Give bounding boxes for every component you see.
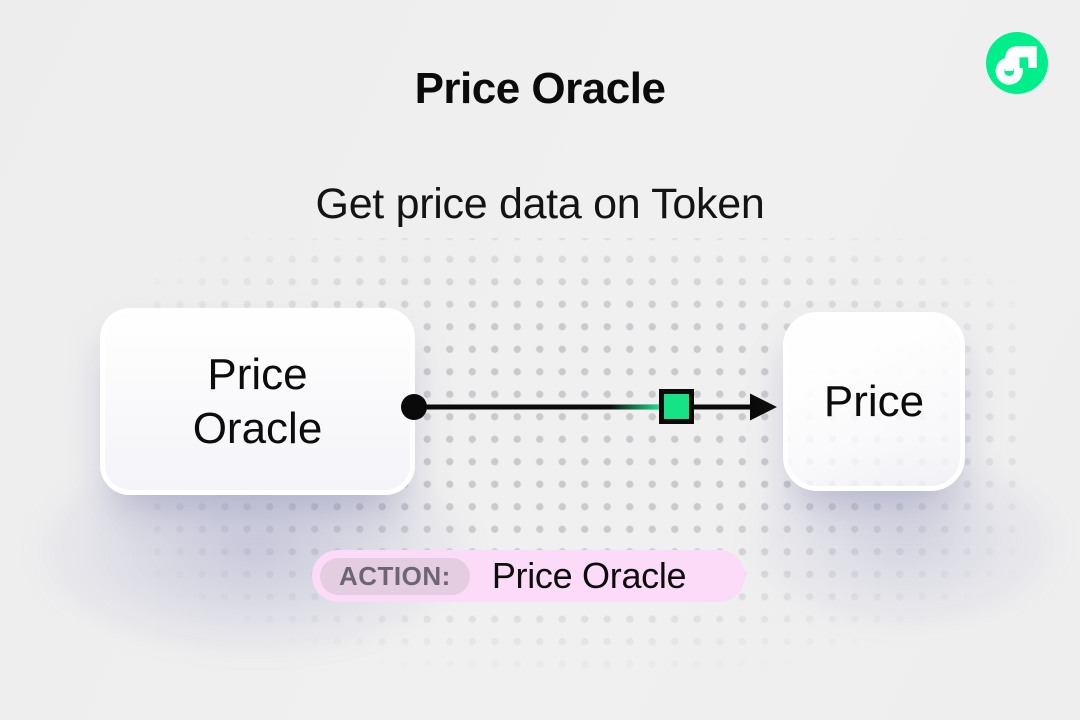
connector-marker-square-icon (659, 389, 694, 424)
page-title: Price Oracle (414, 64, 666, 113)
action-badge: ACTION: Price Oracle (312, 550, 745, 602)
connector-arrowhead-icon (750, 393, 777, 421)
action-badge-value: Price Oracle (491, 555, 687, 596)
node-price-oracle: Price Oracle (100, 308, 415, 495)
page-subtitle: Get price data on Token (315, 180, 765, 228)
node-price: Price (783, 312, 965, 491)
connector-start-dot (401, 394, 427, 420)
flow-logo-icon (986, 32, 1048, 94)
node-price-oracle-label: Price Oracle (192, 349, 323, 453)
node-price-label: Price (823, 376, 925, 426)
connector-green-fade (610, 404, 659, 410)
connector (401, 389, 777, 424)
action-badge-label: ACTION: (320, 557, 470, 595)
